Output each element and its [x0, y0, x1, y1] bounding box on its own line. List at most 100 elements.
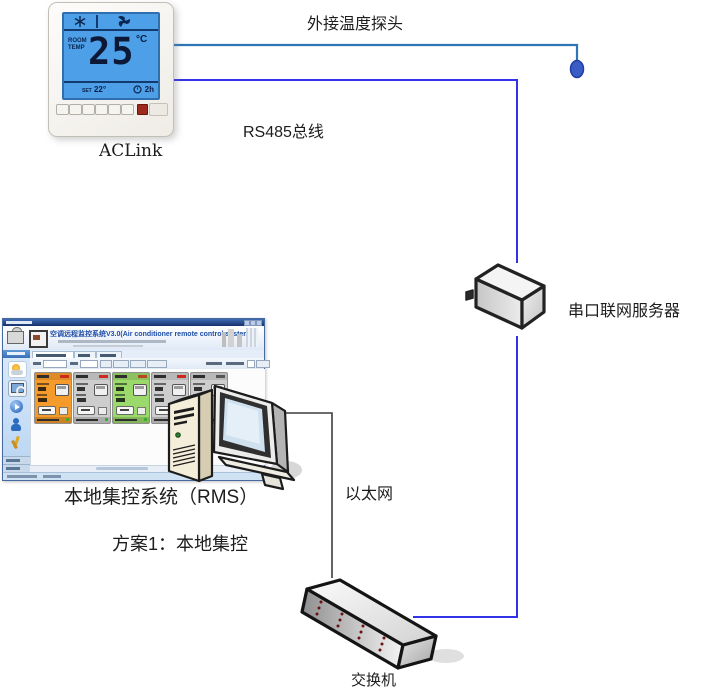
maximize-button[interactable] — [250, 320, 256, 326]
ac-unit-icon — [55, 384, 69, 396]
scheme-label: 方案1：本地集控 — [112, 534, 249, 554]
filter-input-1[interactable] — [43, 360, 67, 368]
monitor-foot — [260, 472, 285, 491]
thermostat-button-3[interactable] — [82, 104, 95, 115]
minimize-button[interactable] — [244, 320, 250, 326]
thermostat-button-1[interactable] — [56, 104, 69, 115]
tab-3[interactable] — [96, 351, 122, 359]
banner-building-graphic — [246, 328, 258, 347]
sidebar-panel-collapsed-1[interactable] — [3, 456, 30, 464]
card-mode-chip — [59, 407, 68, 415]
card-action-button[interactable] — [116, 406, 134, 415]
lcd-bottom-row: SET 22° 2h — [64, 81, 158, 98]
toolbar-button-2[interactable] — [113, 360, 129, 368]
thermostat-slider[interactable] — [149, 103, 168, 116]
thermostat-power-button[interactable] — [137, 104, 148, 115]
card-mode-chip — [137, 407, 146, 415]
temperature-unit: °C — [136, 34, 148, 45]
device-card-2[interactable] — [73, 372, 111, 424]
serial-server-label: 串口联网服务器 — [568, 303, 681, 320]
monitor-base — [217, 455, 296, 482]
rms-system-label: 本地集控系统（RMS） — [64, 487, 259, 508]
server-switch-line — [413, 336, 518, 618]
ethernet-line — [283, 412, 333, 578]
switch-top-face — [305, 578, 438, 647]
online-dot — [66, 418, 69, 421]
record-count-text — [206, 362, 222, 365]
rs485-bus-line — [174, 79, 518, 263]
app-subtitle-line2 — [73, 345, 143, 347]
switch-box — [300, 578, 438, 670]
sidebar-header — [3, 350, 30, 358]
card-mode-chip — [98, 407, 107, 415]
scrollbar-thumb[interactable] — [96, 467, 148, 470]
card-action-button[interactable] — [77, 406, 95, 415]
tab-2[interactable] — [74, 351, 96, 359]
lcd-divider — [96, 15, 98, 28]
toolbar-button-1[interactable] — [100, 360, 112, 368]
serial-server-box — [465, 263, 546, 330]
filter-label-2 — [70, 362, 78, 365]
switch-label: 交换机 — [351, 672, 397, 689]
window-statusbar — [3, 472, 264, 480]
rs485-label: RS485总线 — [243, 124, 324, 141]
thermostat: ROOM TEMP 25 °C SET 22° 2h — [48, 2, 174, 137]
horizontal-scrollbar[interactable] — [30, 465, 264, 472]
device-card-3[interactable] — [112, 372, 150, 424]
app-title: 空调远程监控系统V3.0(Air conditioner remote cont… — [50, 331, 252, 338]
device-card-1[interactable] — [34, 372, 72, 424]
toolbar-button-3[interactable] — [130, 360, 146, 368]
card-action-button[interactable] — [38, 406, 56, 415]
window-banner: 空调远程监控系统V3.0(Air conditioner remote cont… — [3, 326, 264, 351]
server-port-nub — [465, 289, 474, 301]
room-temp-label: ROOM TEMP — [68, 38, 87, 51]
online-dot — [144, 418, 147, 421]
snowflake-icon — [74, 16, 86, 27]
sidebar-run-icon[interactable] — [8, 399, 25, 414]
ac-unit-icon — [172, 384, 186, 396]
next-page-button[interactable] — [256, 360, 270, 368]
sidebar-panel-collapsed-2[interactable] — [3, 464, 30, 472]
aclink-label: ACLink — [99, 141, 163, 161]
ethernet-label: 以太网 — [345, 486, 394, 503]
window-sidebar — [3, 350, 31, 472]
close-button[interactable] — [256, 320, 262, 326]
temperature-readout: 25 — [88, 30, 135, 73]
screen-glare — [226, 402, 260, 444]
thermostat-lcd: ROOM TEMP 25 °C SET 22° 2h — [62, 12, 160, 100]
query-button[interactable] — [147, 360, 167, 368]
filter-dropdown[interactable] — [80, 360, 98, 368]
card-timestamp — [113, 417, 149, 423]
sidebar-person-icon[interactable] — [8, 435, 25, 450]
filter-label — [33, 362, 41, 365]
lcd-top-row — [64, 14, 158, 31]
switch-shadow — [428, 649, 464, 663]
sidebar-user-icon[interactable] — [8, 417, 25, 432]
set-temperature: SET 22° — [82, 85, 107, 94]
sidebar-monitor-search-icon[interactable] — [8, 380, 27, 397]
tower-power-led — [175, 432, 181, 438]
fan-icon — [118, 15, 131, 27]
thermostat-button-2[interactable] — [69, 104, 82, 115]
sidebar-weather-icon[interactable] — [8, 361, 27, 378]
switch-led-dots — [315, 600, 386, 652]
page-info-text — [226, 362, 244, 365]
banner-building-graphic — [237, 334, 242, 347]
tower-drive-slots — [174, 407, 194, 426]
tower-vents — [172, 444, 196, 467]
online-dot — [105, 418, 108, 421]
page-number-input[interactable] — [247, 360, 255, 368]
thermostat-button-6[interactable] — [121, 104, 134, 115]
thermostat-button-4[interactable] — [95, 104, 108, 115]
card-timestamp — [35, 417, 71, 423]
thermostat-button-5[interactable] — [108, 104, 121, 115]
banner-building-graphic — [228, 329, 234, 347]
ac-unit-icon — [94, 384, 108, 396]
pc-monitor-icon — [7, 331, 24, 344]
tab-monitor[interactable] — [32, 351, 74, 359]
lcd-mode-icons — [74, 15, 131, 27]
window-title-text — [6, 321, 32, 324]
app-subtitle-line — [58, 340, 166, 343]
